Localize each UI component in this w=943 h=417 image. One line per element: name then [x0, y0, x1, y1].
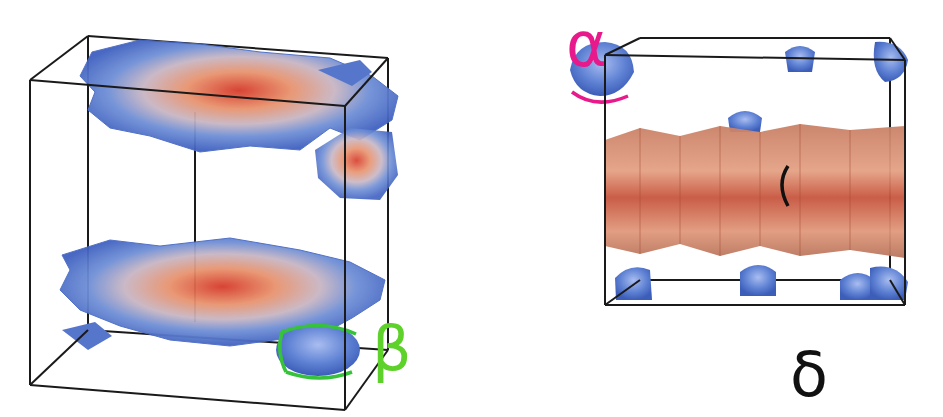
side-sheet	[315, 128, 398, 200]
top-lobe	[318, 60, 372, 86]
delta-tube	[605, 124, 905, 258]
delta-label: δ	[790, 344, 828, 406]
delta-orbit	[782, 166, 788, 206]
alpha-pockets	[570, 42, 908, 300]
tube-facets	[640, 124, 850, 256]
cube-front-edges	[30, 36, 388, 410]
bottom-lobe	[62, 322, 112, 350]
alpha-label: α	[566, 14, 607, 76]
box-front-edges	[605, 38, 905, 305]
beta-label: β	[372, 318, 412, 380]
alpha-orbit	[572, 92, 628, 102]
